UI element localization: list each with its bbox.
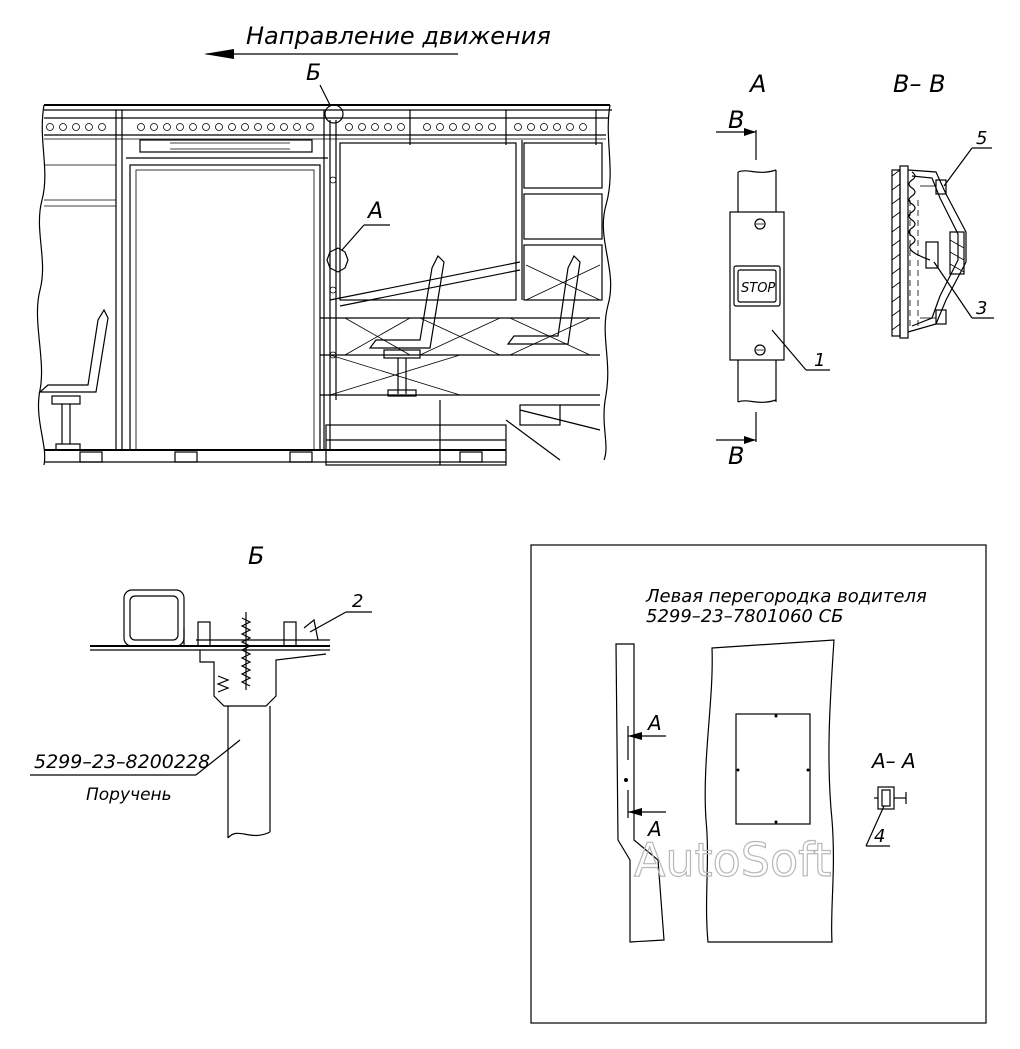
stop-button-label: STOP [741, 281, 775, 296]
partition-frame [530, 544, 987, 1024]
rivet-hole [358, 123, 366, 131]
partition-a-bottom: А [646, 817, 662, 841]
view-b-title: Б [248, 542, 264, 570]
view-a-title: А [748, 70, 766, 98]
stop-button-housing [729, 211, 785, 361]
rivet-hole [488, 123, 496, 131]
callout-2: 2 [352, 591, 363, 612]
callout-4: 4 [874, 826, 885, 847]
watermark: AutoSoft [634, 833, 832, 887]
rivet-hole [163, 123, 171, 131]
rivet-hole [293, 123, 301, 131]
rivet-hole [228, 123, 236, 131]
rivet-hole [371, 123, 379, 131]
rivet-hole [189, 123, 197, 131]
section-v-top-label: В [728, 106, 744, 134]
handrail-name: Поручень [86, 785, 172, 805]
rivet-hole [267, 123, 275, 131]
rivet-hole [449, 123, 457, 131]
partition-part-number: 5299–23–7801060 СБ [646, 606, 844, 627]
rivet-hole [280, 123, 288, 131]
rivet-hole [254, 123, 262, 131]
rivet-hole [202, 123, 210, 131]
marker-b-label: Б [306, 61, 321, 86]
handrail-part-number: 5299–23–8200228 [34, 751, 210, 773]
callout-1: 1 [814, 350, 825, 371]
rivet-hole [98, 123, 106, 131]
rivet-hole [436, 123, 444, 131]
rivet-hole [540, 123, 548, 131]
callout-5: 5 [976, 128, 987, 149]
partition-a-top: А [646, 711, 662, 735]
direction-arrow-icon [204, 49, 234, 59]
rivet-hole [72, 123, 80, 131]
rivet-hole [345, 123, 353, 131]
rivet-hole [397, 123, 405, 131]
view-b: Б 2 5299–23–8200228 Поручень [30, 542, 372, 839]
marker-a-label: А [366, 199, 383, 224]
rivet-row [46, 123, 587, 131]
stop-button [737, 269, 777, 303]
rivet-hole [514, 123, 522, 131]
section-aa-title: А– А [870, 749, 916, 773]
rivet-hole [150, 123, 158, 131]
driver-partition-panel: Левая перегородка водителя 5299–23–78010… [530, 544, 987, 1024]
rivet-hole [215, 123, 223, 131]
rivet-hole [579, 123, 587, 131]
rivet-hole [527, 123, 535, 131]
section-vv-title: В– В [893, 70, 946, 98]
rivet-hole [85, 123, 93, 131]
callout-3: 3 [976, 298, 987, 319]
direction-label: Направление движения [246, 22, 551, 50]
partition-title: Левая перегородка водителя [645, 586, 927, 607]
rivet-hole [176, 123, 184, 131]
rivet-hole [423, 123, 431, 131]
rivet-hole [553, 123, 561, 131]
rivet-hole [475, 123, 483, 131]
rivet-hole [384, 123, 392, 131]
section-vv: В– В 5 [891, 70, 994, 339]
rivet-hole [566, 123, 574, 131]
view-a: А В В STOP 1 [716, 70, 830, 470]
rivet-hole [241, 123, 249, 131]
rivet-hole [46, 123, 54, 131]
bus-side-view: А Б [36, 61, 612, 466]
rivet-hole [59, 123, 67, 131]
section-v-bottom-label: В [728, 442, 744, 470]
rivet-hole [462, 123, 470, 131]
rivet-hole [306, 123, 314, 131]
direction-indicator: Направление движения [204, 22, 551, 59]
rivet-hole [137, 123, 145, 131]
